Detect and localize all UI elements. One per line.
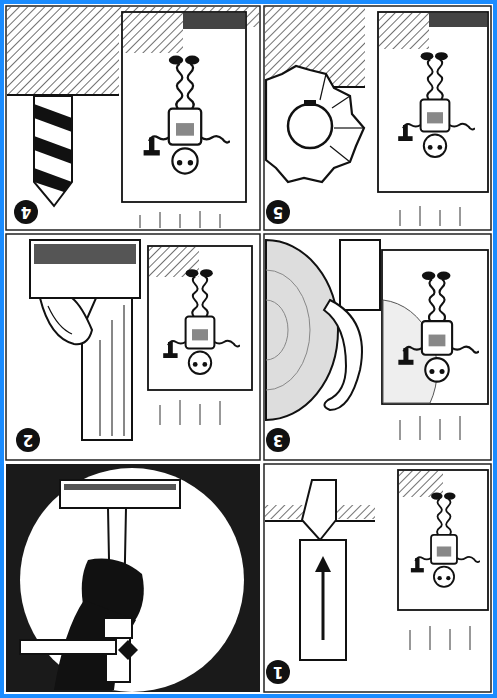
callout-number: 5 <box>266 200 290 224</box>
callout-number: 2 <box>16 428 40 452</box>
callout-number: 4 <box>14 200 38 224</box>
callout-number: 1 <box>266 660 290 684</box>
callout-number: 3 <box>266 428 290 452</box>
